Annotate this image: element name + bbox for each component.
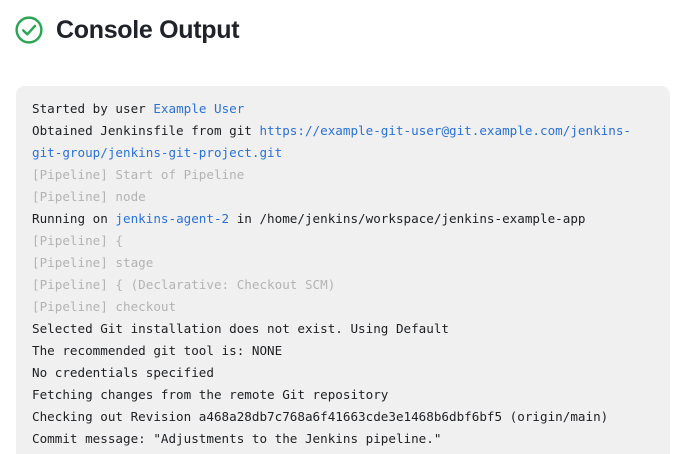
console-log-text: Running on [32,211,116,226]
console-log-line: The recommended git tool is: NONE [32,340,654,362]
page-header: Console Output [0,0,686,46]
console-log-text: [Pipeline] node [32,189,146,204]
console-log-line: Started by user Example User [32,98,654,120]
console-log-line: Fetching changes from the remote Git rep… [32,384,654,406]
console-log-line: Selected Git installation does not exist… [32,318,654,340]
console-log-line: [Pipeline] node [32,186,654,208]
console-log-line: Commit message: "Adjustments to the Jenk… [32,428,654,450]
console-log-text: in /home/jenkins/workspace/jenkins-examp… [229,211,586,226]
console-log-text: Checking out Revision a468a28db7c768a6f4… [32,409,609,424]
console-log-link[interactable]: Example User [153,101,245,116]
console-log-text: Started by user [32,101,154,116]
console-log-link[interactable]: jenkins-agent-2 [115,211,230,226]
console-log-text: Commit message: "Adjustments to the Jenk… [32,431,442,446]
console-log-link[interactable]: https://example-git-user@git.example.com… [32,123,631,160]
console-log-text: [Pipeline] stage [32,255,154,270]
console-log-line: No credentials specified [32,362,654,384]
console-log-text: Fetching changes from the remote Git rep… [32,387,389,402]
circle-check-icon [15,16,43,44]
console-log-line: [Pipeline] stage [32,252,654,274]
console-log-line: Checking out Revision a468a28db7c768a6f4… [32,406,654,428]
console-log-line: [Pipeline] checkout [32,296,654,318]
console-log-text: [Pipeline] checkout [32,299,177,314]
console-log-line: [Pipeline] Start of Pipeline [32,164,654,186]
console-log-text: Selected Git installation does not exist… [32,321,450,336]
console-log-text: Obtained Jenkinsfile from git [32,123,260,138]
page-title: Console Output [56,16,240,44]
console-log-text: [Pipeline] { [32,233,123,248]
console-log-text: No credentials specified [32,365,214,380]
console-log-text: [Pipeline] Start of Pipeline [32,167,245,182]
console-log-text: The recommended git tool is: NONE [32,343,283,358]
console-log-line: [Pipeline] { (Declarative: Checkout SCM) [32,274,654,296]
console-log-text: [Pipeline] { (Declarative: Checkout SCM) [32,277,336,292]
console-log-line: Obtained Jenkinsfile from git https://ex… [32,120,654,164]
console-log-line: Running on jenkins-agent-2 in /home/jenk… [32,208,654,230]
console-log-line: [Pipeline] { [32,230,654,252]
